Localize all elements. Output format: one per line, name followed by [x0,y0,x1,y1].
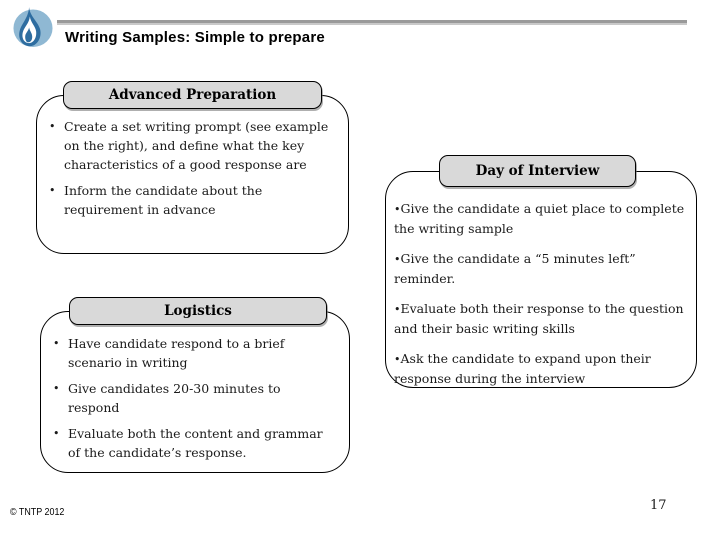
logistics-body: • Have candidate respond to a brief scen… [53,334,333,469]
bullet-icon: • [394,253,401,266]
list-item: • Give candidates 20-30 minutes to respo… [53,379,333,417]
list-item-text: Ask the candidate to expand upon their r… [394,351,651,386]
advanced-preparation-body: • Create a set writing prompt (see examp… [49,117,332,226]
list-item: • Evaluate both the content and grammar … [53,424,333,462]
page-number: 17 [650,498,667,513]
bullet-icon: • [394,353,401,366]
bullet-icon: • [49,184,56,197]
list-item-text: Evaluate both their response to the ques… [394,301,684,336]
list-item-text: Inform the candidate about the requireme… [64,183,263,217]
bullet-icon: • [394,303,401,316]
day-of-interview-body: •Give the candidate a quiet place to com… [394,199,690,399]
list-item-text: Create a set writing prompt (see example… [64,119,329,172]
bullet-icon: • [53,337,60,350]
list-item: • Inform the candidate about the require… [49,181,332,219]
page-title: Writing Samples: Simple to prepare [65,29,325,46]
list-item: •Evaluate both their response to the que… [394,299,690,338]
list-item: • Have candidate respond to a brief scen… [53,334,333,372]
bullet-icon: • [49,120,56,133]
bullet-icon: • [53,382,60,395]
advanced-preparation-header: Advanced Preparation [63,81,322,109]
list-item: •Give the candidate a “5 minutes left” r… [394,249,690,288]
list-item: •Ask the candidate to expand upon their … [394,349,690,388]
bullet-icon: • [394,203,401,216]
advanced-preparation-panel [36,95,349,254]
list-item-text: Give the candidate a quiet place to comp… [394,201,685,236]
logistics-panel [40,311,350,473]
list-item: •Give the candidate a quiet place to com… [394,199,690,238]
list-item-text: Give candidates 20-30 minutes to respond [68,381,281,415]
day-of-interview-header: Day of Interview [439,155,636,187]
title-divider-rule [57,20,687,25]
list-item: • Create a set writing prompt (see examp… [49,117,332,174]
bullet-icon: • [53,427,60,440]
tntp-flame-logo-icon [13,7,53,47]
list-item-text: Evaluate both the content and grammar of… [68,426,323,460]
logistics-header: Logistics [69,297,327,325]
list-item-text: Give the candidate a “5 minutes left” re… [394,251,636,286]
list-item-text: Have candidate respond to a brief scenar… [68,336,285,370]
copyright-text: © TNTP 2012 [10,506,65,518]
